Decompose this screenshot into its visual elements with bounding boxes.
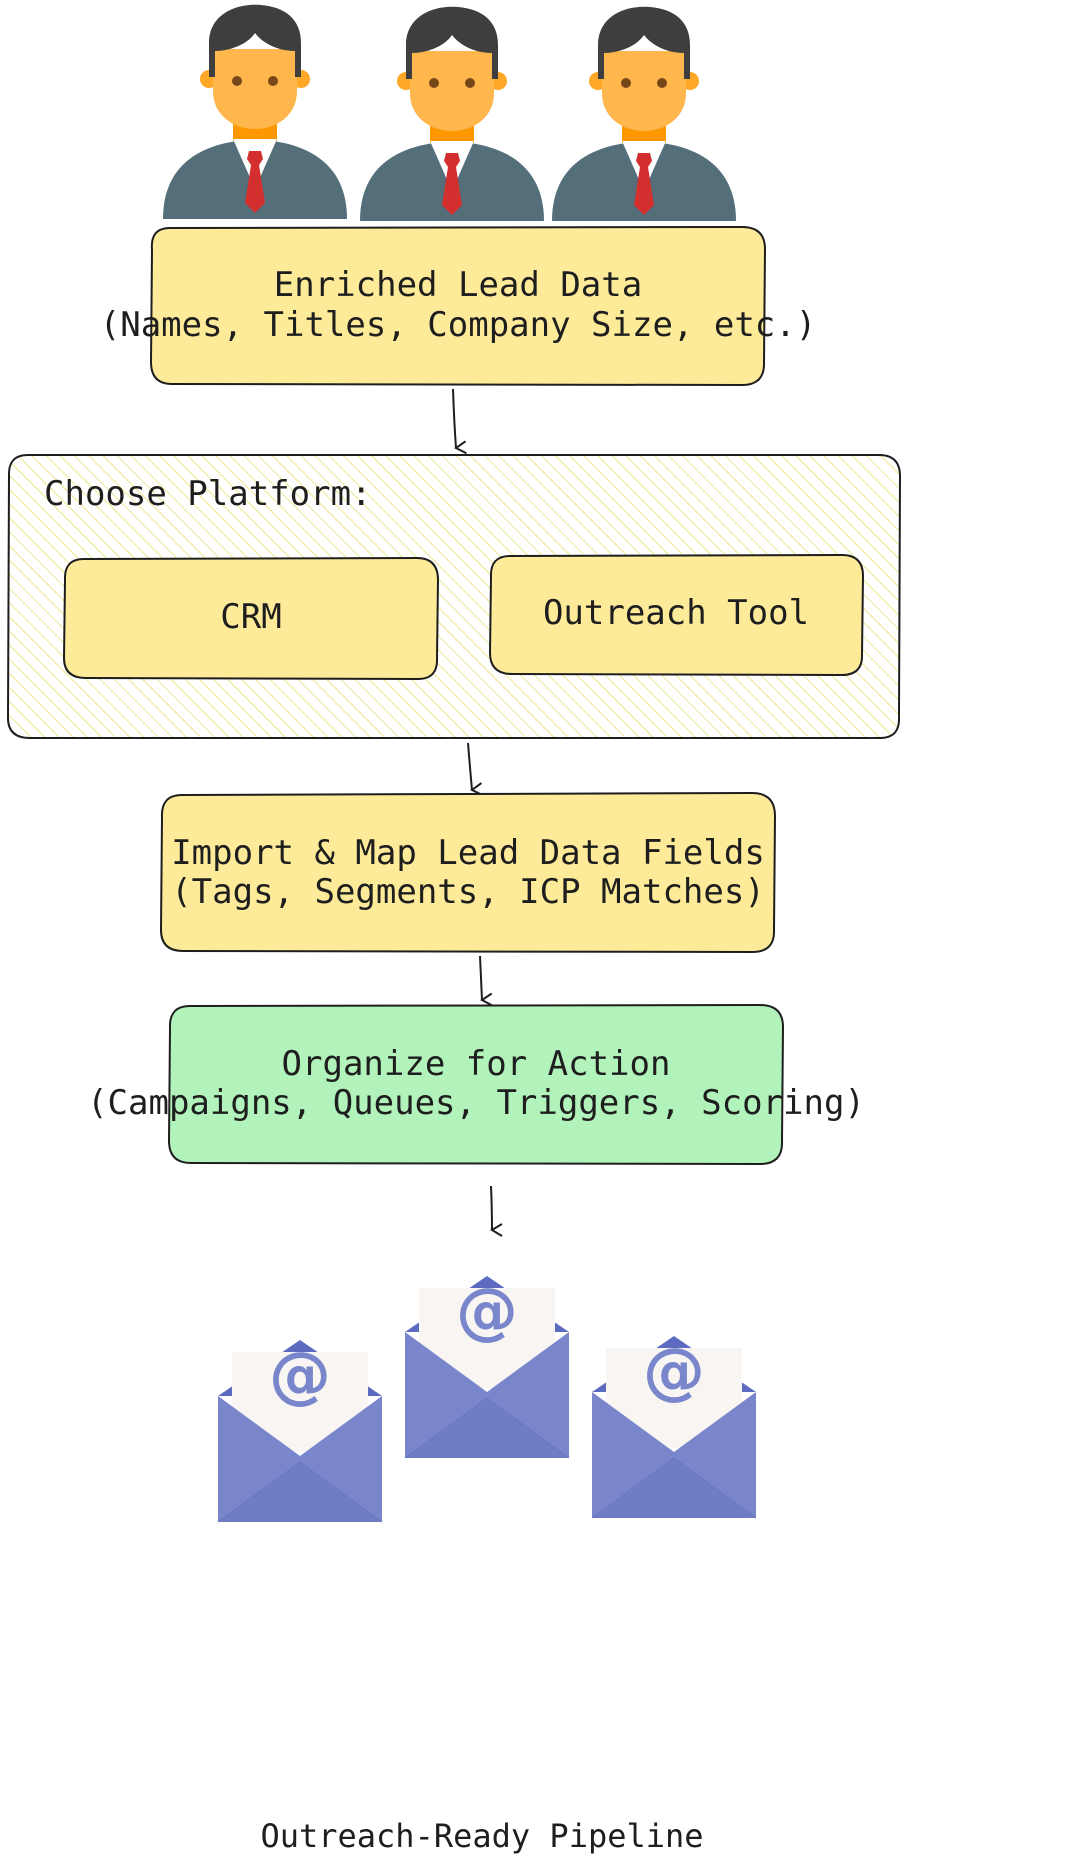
choose-platform-label: Choose Platform: (44, 474, 372, 514)
businessman-icon (360, 6, 544, 221)
crm-label: CRM (220, 597, 281, 637)
organize-for-action-node: Organize for Action (Campaigns, Queues, … (87, 1003, 865, 1166)
enriched-lead-data-node: Enriched Lead Data (Names, Titles, Compa… (100, 225, 816, 387)
pipeline-caption: Outreach-Ready Pipeline (260, 1817, 703, 1855)
arrow-organize-to-pipeline (490, 1185, 503, 1237)
outreach-tool-label: Outreach Tool (543, 593, 809, 633)
email-envelope-icon: @ (591, 1334, 757, 1519)
organize-line2: (Campaigns, Queues, Triggers, Scoring) (87, 1083, 865, 1123)
import-map-node: Import & Map Lead Data Fields (Tags, Seg… (159, 791, 777, 954)
email-envelope-icon: @ (217, 1338, 383, 1523)
outreach-tool-option: Outreach Tool (488, 553, 865, 677)
people-group (163, 4, 736, 221)
at-symbol: @ (269, 1338, 331, 1411)
import-line1: Import & Map Lead Data Fields (171, 833, 765, 873)
businessman-icon (163, 4, 347, 219)
choose-platform-container: Choose Platform: CRM Outreach Tool (6, 454, 902, 739)
import-line2: (Tags, Segments, ICP Matches) (171, 872, 765, 912)
arrow-enriched-to-platform (452, 388, 467, 455)
arrow-platform-to-import (467, 742, 483, 796)
crm-option: CRM (62, 556, 440, 681)
email-group: @ @ @ (217, 1274, 757, 1523)
enriched-line1: Enriched Lead Data (274, 265, 642, 305)
at-symbol: @ (643, 1334, 705, 1407)
enriched-line2: (Names, Titles, Company Size, etc.) (100, 305, 816, 345)
arrow-import-to-organize (479, 955, 493, 1007)
email-envelope-icon: @ (404, 1274, 570, 1459)
organize-line1: Organize for Action (282, 1044, 671, 1084)
at-symbol: @ (456, 1274, 518, 1347)
businessman-icon (552, 6, 736, 221)
